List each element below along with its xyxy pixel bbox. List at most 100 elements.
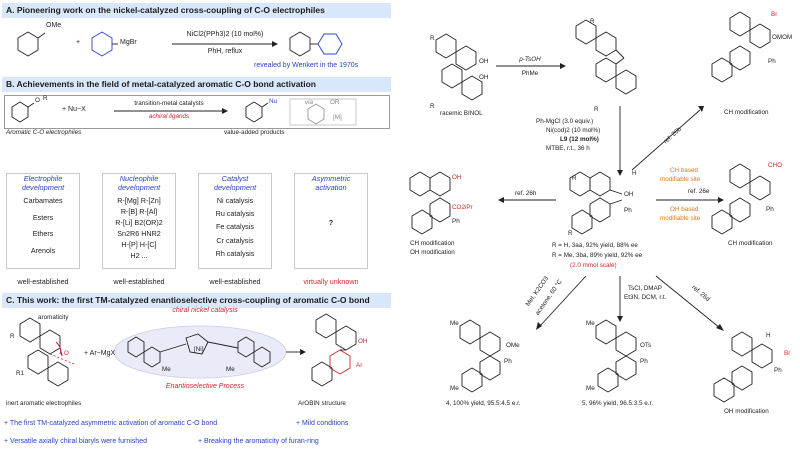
p5-ph: Ph (640, 358, 648, 365)
via-or-label: OR (330, 99, 340, 106)
central-oh: OH (624, 191, 634, 198)
binol-oh-1: OH (479, 58, 489, 65)
left-ph-label: Ph (452, 218, 460, 225)
me-label-2: Me (226, 366, 235, 373)
plus-sign: + (76, 39, 81, 46)
column-item: R-[Mg] R-[Zn] (117, 196, 161, 205)
left-oh-label: OH (452, 174, 462, 181)
column-item: Ru catalysis (215, 209, 255, 219)
binol-r-bottom: R (430, 103, 435, 110)
binol-oh-2: OH (479, 74, 489, 81)
product-5-label: 5, 96% yield, 96.5:3.5 e.r. (582, 400, 654, 407)
column-title-2: development (21, 183, 65, 192)
column-item: Carbamates (23, 196, 63, 205)
panel-b-scheme (11, 98, 357, 126)
ch-oh-mod-1: CH modification (410, 240, 455, 247)
product-4-label: 4, 100% yield, 95.5:4.5 e.r. (446, 400, 521, 407)
ptsoh-label: p-TsOH (519, 56, 541, 63)
ph-mid-right: Ph (766, 206, 774, 213)
ref-26h: ref. 26h (515, 190, 537, 197)
grignard-label: + Ar−MgX (84, 350, 116, 357)
products-label: value-added products (224, 129, 285, 136)
racemic-binol-label: racemic BINOL (440, 110, 483, 117)
c-r1-label: R1 (16, 370, 25, 377)
column-box (6, 173, 80, 269)
column-item: ? (328, 218, 334, 227)
panel-c-scheme (19, 313, 357, 387)
furan-r-bottom: R (594, 106, 599, 113)
yield-line-1: R = H, 3aa, 92% yield, 88% ee (552, 242, 638, 249)
solvent-label: PhH, reflux (207, 48, 243, 55)
nu-x-label: + Nu−X (62, 106, 86, 113)
column-item: Sn2R6 HNR2 (117, 229, 161, 238)
phme-label: PhMe (521, 70, 539, 77)
column-item: Arenols (30, 245, 56, 255)
column-item: H-[P] H-[C] (121, 240, 157, 249)
column-status: well-established (17, 277, 69, 286)
ch-mod-mid: CH modification (728, 240, 773, 247)
me-label-1: Me (162, 366, 171, 373)
panel-a-title: A. Pioneering work on the nickel-catalyz… (2, 3, 391, 18)
tscl-label-2: Et3N, DCM, r.t. (624, 294, 667, 301)
p4-me-top: Me (450, 320, 459, 327)
p4-me-bottom: Me (450, 385, 459, 392)
column-item: Ethers (32, 229, 54, 238)
arobin-ar: Ar (356, 362, 363, 369)
co-o-label: O (35, 97, 40, 104)
mgbr-label: MgBr (120, 39, 137, 46)
column-item: Cr catalysis (216, 235, 254, 245)
ohmod-h: H (766, 332, 771, 339)
column-box (294, 173, 368, 269)
p4-ph: Ph (504, 358, 512, 365)
catalyst-label: NiCl2(PPh3)2 (10 mol%) (186, 31, 264, 38)
central-h: H (632, 170, 637, 177)
p5-me-bottom: Me (586, 385, 595, 392)
tm-catalysts-label: transition-metal catalysts (134, 100, 204, 107)
arobin-oh: OH (358, 338, 368, 345)
ni-label: [Ni] (194, 346, 204, 353)
column-item: H2 ... (130, 251, 148, 260)
ohmod-br: Br (784, 350, 791, 357)
inert-label: inert aromatic electrophiles (6, 400, 82, 407)
scale-label: (2.0 mmol scale) (570, 262, 617, 269)
column-item: Esters (32, 212, 54, 222)
cho-label: CHO (768, 162, 782, 169)
panel-b-title: B. Achievements in the field of metal-ca… (2, 77, 391, 92)
ohmod-ph: Ph (774, 367, 782, 374)
c-r-label: R (10, 333, 15, 340)
bullet-1: + The first TM-catalyzed asymmetric acti… (4, 420, 218, 427)
column-title-2: activation (315, 183, 347, 192)
br-label: Br (771, 11, 778, 18)
column-title-2: development (213, 183, 257, 192)
bullet-3: + Versatile axially chiral biaryls were … (4, 438, 147, 445)
anisole-ome: OMe (46, 22, 62, 29)
column-item: R-[Li] B2(OR)2 (115, 218, 163, 227)
via-label: via (305, 99, 314, 106)
column-box (102, 173, 176, 269)
substrate-label: Aromatic C-O electrophiles (6, 129, 82, 136)
furan-r-top: R (590, 18, 595, 25)
right-scheme-structures (409, 11, 773, 403)
ester-label: CO2iPr (452, 204, 473, 211)
cond-line-4: MTBE, r.t., 36 h (546, 145, 590, 152)
central-r-bottom: R (568, 230, 573, 237)
aromaticity-label: aromaticity (38, 314, 69, 321)
column-box (198, 173, 272, 269)
nu-label: Nu (269, 98, 278, 105)
furan-o-label: O (64, 350, 69, 357)
column-title-1: Asymmetric (311, 174, 351, 183)
oh-based-label: OH based (670, 206, 699, 213)
co-r-label: R (43, 95, 48, 102)
omom-label: OMOM (772, 34, 793, 41)
cond-line-2: Ni(cod)2 (10 mol%) (546, 127, 601, 134)
chiral-nickel-label: chiral nickel catalysis (172, 307, 238, 314)
column-title-1: Nucleophile (119, 174, 159, 183)
p5-ots: OTs (640, 342, 652, 349)
cond-line-1: Ph-MgCl (3.0 equiv.) (536, 118, 594, 125)
panel-a-scheme (17, 31, 343, 57)
p5-me-top: Me (586, 320, 595, 327)
cond-line-3: L9 (12 mol%) (560, 136, 599, 143)
